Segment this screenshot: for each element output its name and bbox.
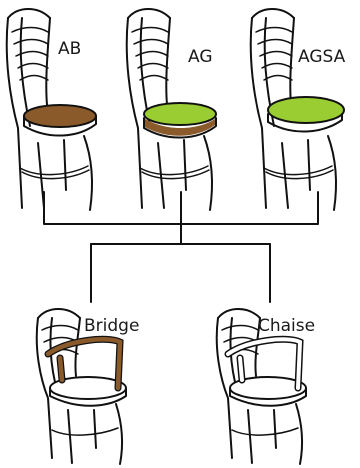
label-agsa: AGSA [298,47,346,67]
chair-ab-seat [23,104,97,128]
connector-lines [43,191,319,303]
chair-agsa [249,8,345,211]
chair-ag-seat [143,102,217,126]
label-chaise: Chaise [258,316,315,336]
chair-ab [5,8,97,211]
chair-bridge [35,308,127,465]
label-ab: AB [58,39,81,59]
chair-agsa-seat [267,96,345,124]
chair-chaise [215,308,307,465]
label-ag: AG [188,47,213,67]
chair-ag [125,8,217,211]
label-bridge: Bridge [84,316,139,336]
